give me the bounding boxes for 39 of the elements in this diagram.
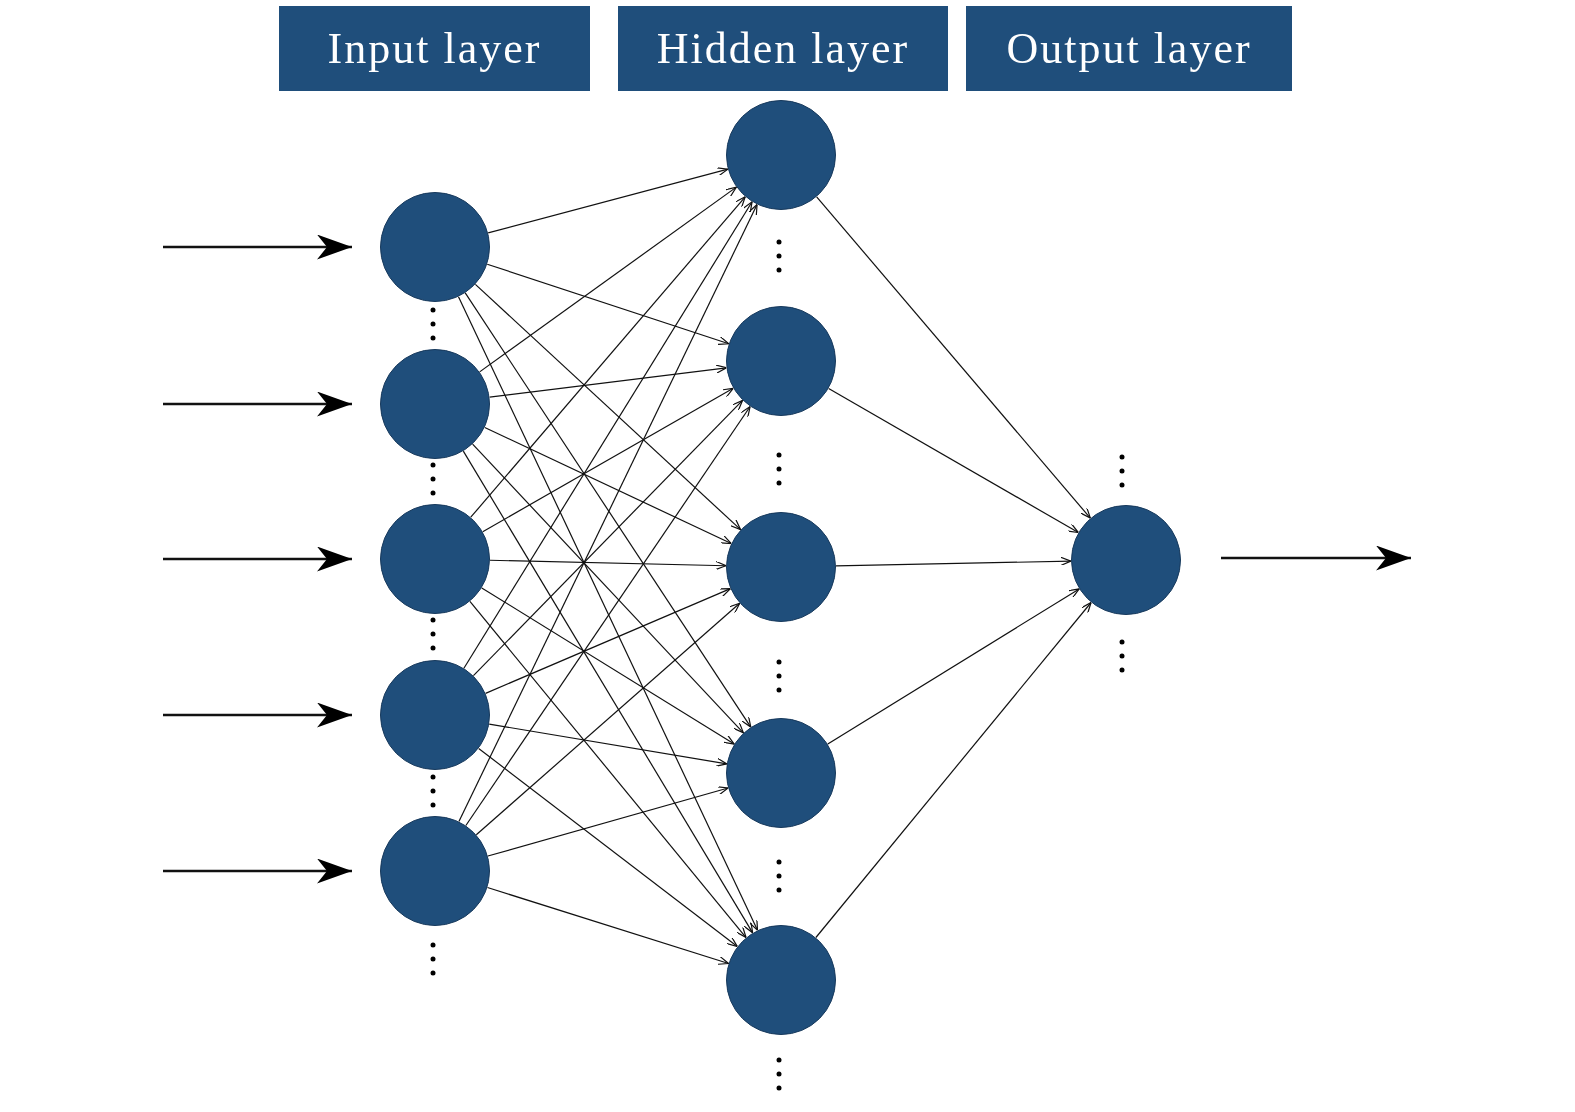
arrow xyxy=(815,601,1092,939)
arrow xyxy=(469,600,747,939)
arrow xyxy=(816,196,1091,519)
arrow xyxy=(484,588,732,694)
arrow xyxy=(489,559,727,571)
arrow xyxy=(472,399,744,677)
arrow xyxy=(835,556,1072,567)
arrow xyxy=(488,723,728,767)
arrow xyxy=(486,263,730,346)
arrow xyxy=(487,167,729,234)
arrow xyxy=(474,283,742,531)
arrow xyxy=(470,196,746,518)
arrow xyxy=(488,364,727,398)
arrow xyxy=(1221,545,1411,571)
arrow xyxy=(475,602,741,836)
arrow xyxy=(828,387,1079,534)
arrow xyxy=(487,786,729,857)
arrow xyxy=(478,747,738,948)
arrow xyxy=(482,387,734,533)
arrow xyxy=(484,426,732,545)
arrow xyxy=(163,546,352,572)
layer-heading: Output layer xyxy=(966,6,1292,91)
layer-heading: Input layer xyxy=(279,6,590,91)
layer-heading: Hidden layer xyxy=(618,6,948,91)
arrow xyxy=(472,443,744,734)
arrow xyxy=(462,450,754,934)
arrow xyxy=(163,234,352,260)
arrow xyxy=(457,296,759,931)
arrow xyxy=(464,292,752,728)
arrow xyxy=(163,702,352,728)
arrow xyxy=(163,858,352,884)
arrow xyxy=(827,588,1080,745)
arrow xyxy=(486,886,730,965)
arrow xyxy=(458,203,758,823)
arrow xyxy=(479,186,737,373)
arrow xyxy=(463,201,753,669)
arrow xyxy=(163,391,352,417)
arrow xyxy=(481,587,735,745)
arrow xyxy=(465,405,751,827)
